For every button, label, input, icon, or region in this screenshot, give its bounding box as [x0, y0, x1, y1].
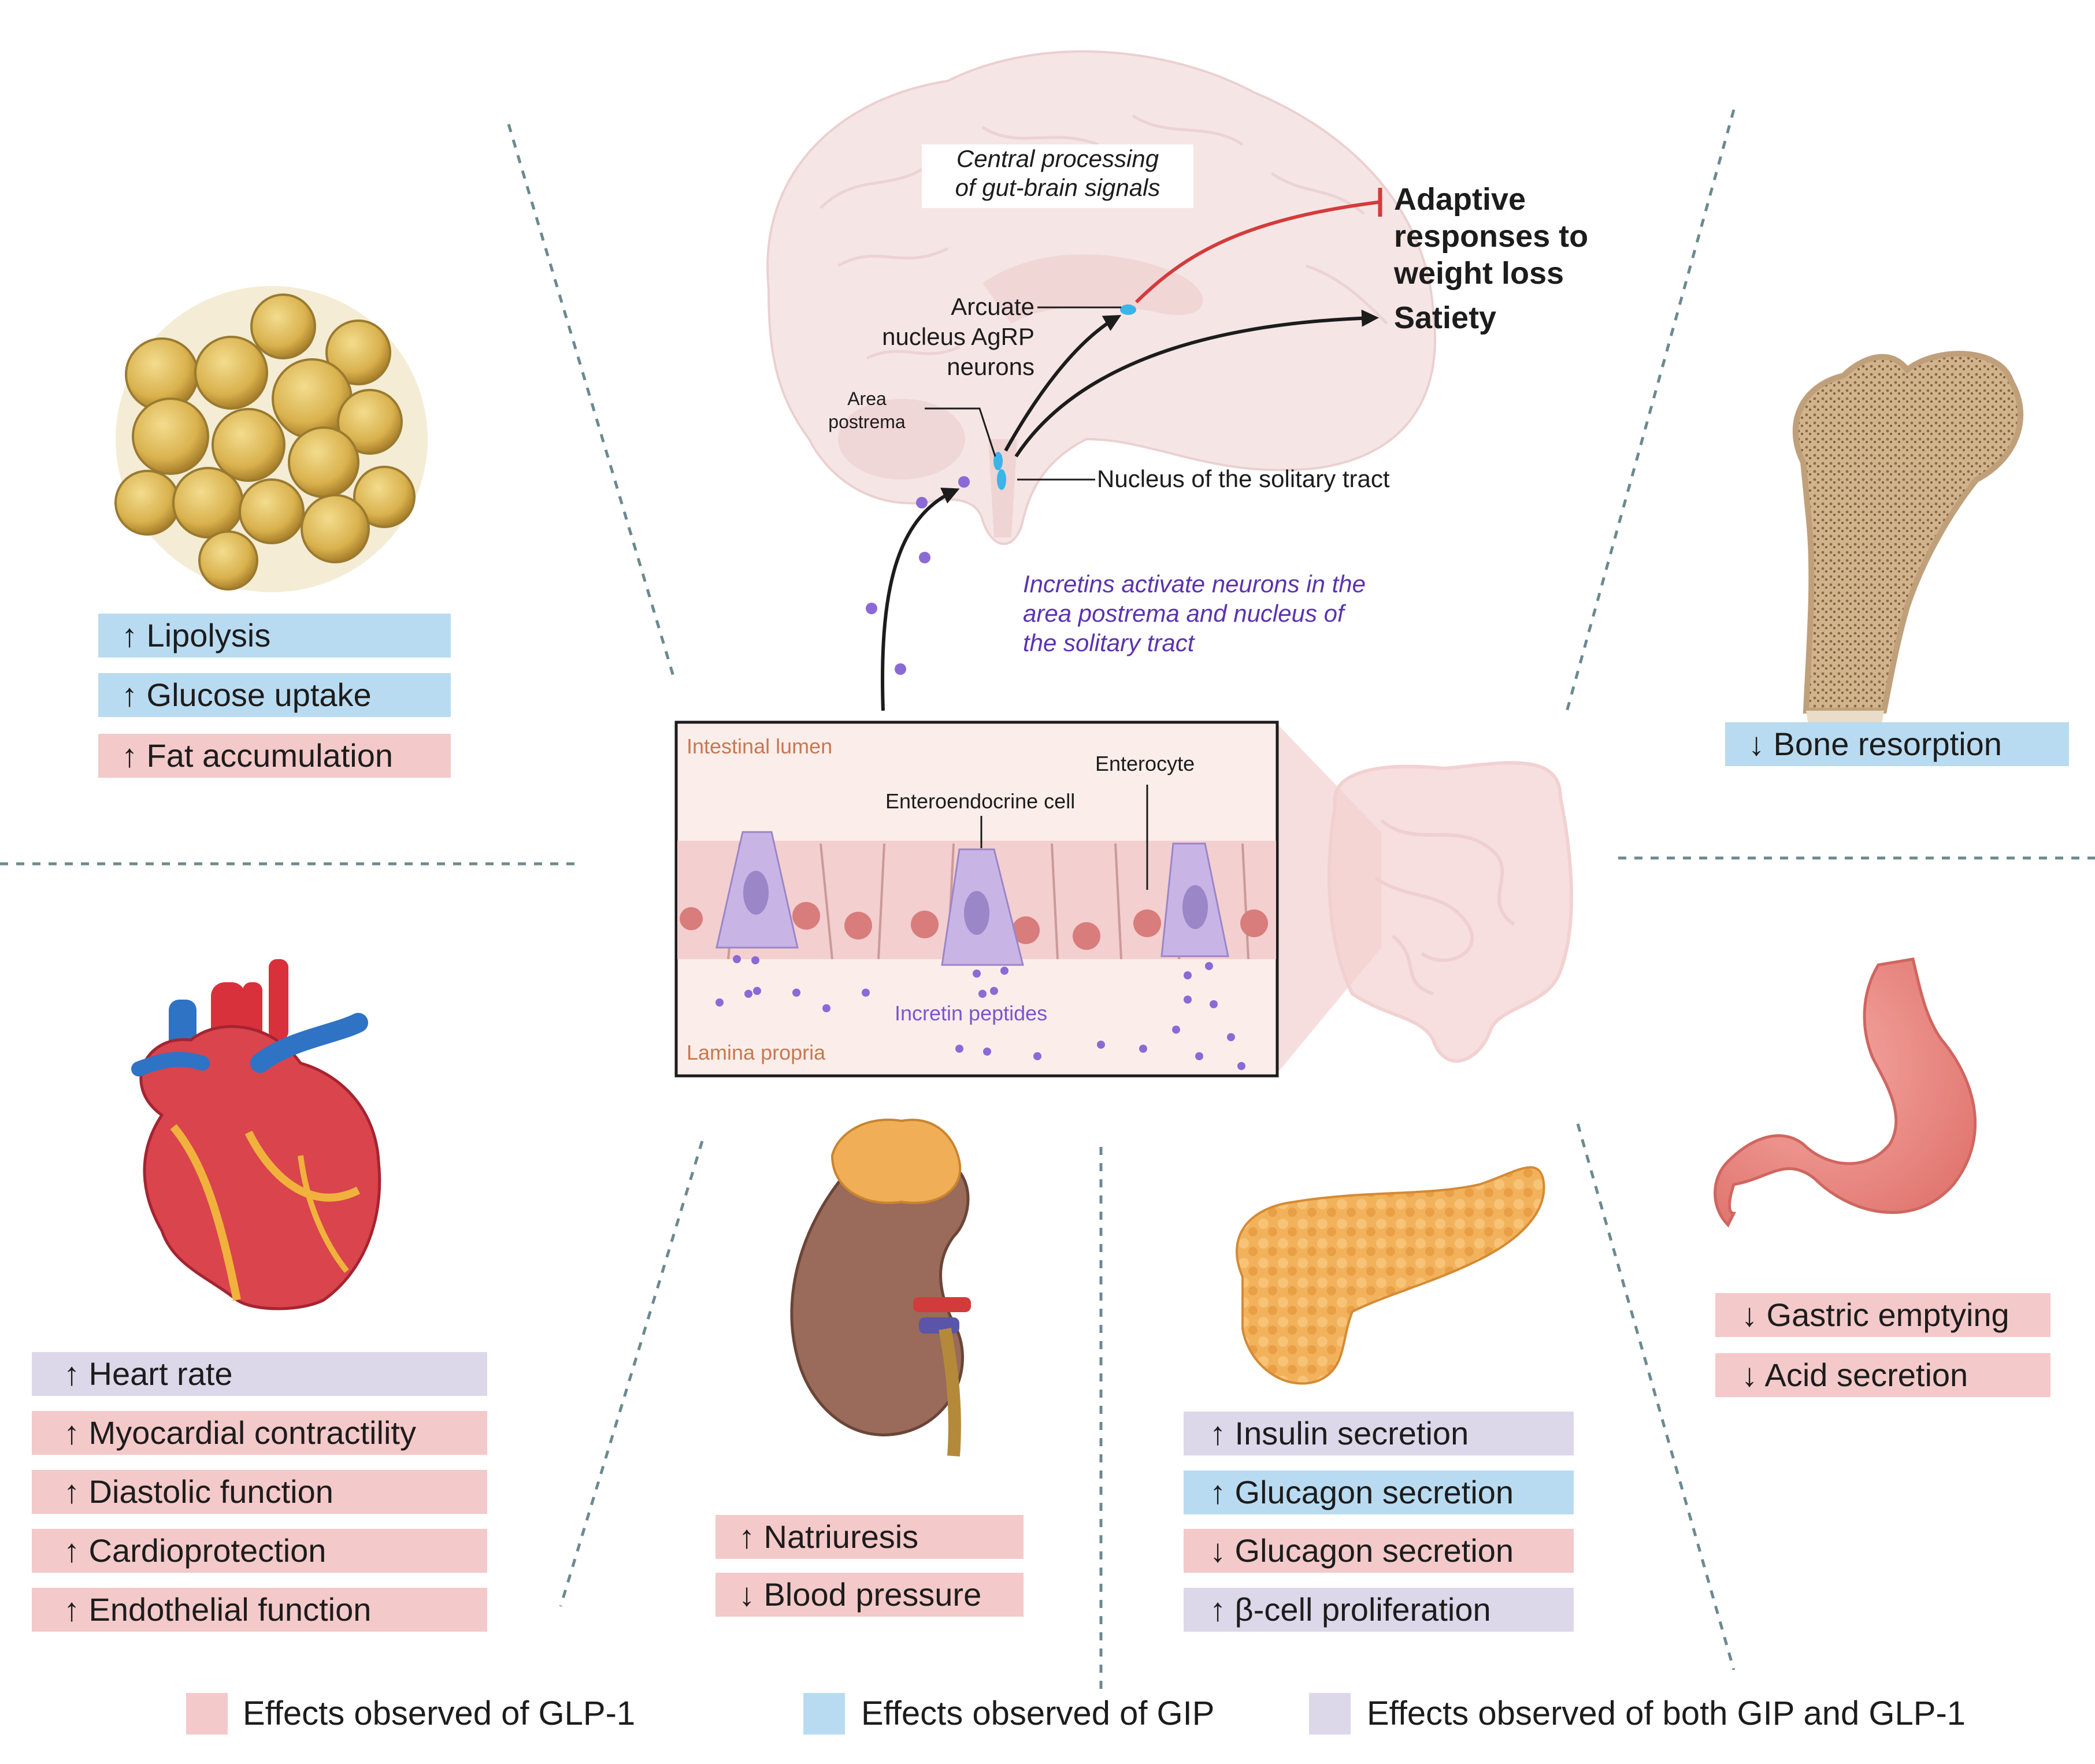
stomach-illustration: [1714, 957, 1977, 1228]
effect-beta-cell-proliferation: ↑ β-cell proliferation: [1184, 1588, 1574, 1632]
effect-natriuresis: ↑ Natriuresis: [715, 1515, 1024, 1559]
central-processing-label: Central processing of gut-brain signals: [922, 144, 1193, 208]
effect-gastric-emptying: ↓ Gastric emptying: [1715, 1293, 2050, 1337]
incretin-peptides-label: Incretin peptides: [895, 1001, 1048, 1025]
sector-dividers: [0, 109, 2095, 1693]
kidney-illustration: [790, 1119, 971, 1457]
arcuate-nucleus-label: Arcuate nucleus AgRP neurons: [882, 293, 1034, 380]
legend-swatches: [186, 1693, 1351, 1735]
effect-glucagon-secretion-down: ↓ Glucagon secretion: [1184, 1529, 1574, 1573]
gut-inset: [674, 721, 1279, 1078]
effect-lipolysis: ↑ Lipolysis: [98, 614, 451, 658]
incretins-activate-label: Incretins activate neurons in the area p…: [1023, 570, 1366, 656]
enterocyte-label: Enterocyte: [1095, 752, 1195, 775]
pancreas-illustration: [1236, 1166, 1545, 1385]
bone-illustration: [1792, 351, 2023, 728]
effect-myocardial-contractility: ↑ Myocardial contractility: [32, 1411, 487, 1455]
effect-bone-resorption: ↓ Bone resorption: [1725, 722, 2069, 766]
intestine-illustration: [1278, 725, 1573, 1072]
effect-endothelial-function: ↑ Endothelial function: [32, 1588, 487, 1632]
legend-both: Effects observed of both GIP and GLP-1: [1367, 1695, 1966, 1732]
effect-diastolic-function: ↑ Diastolic function: [32, 1470, 487, 1514]
pathway-arrows: [881, 188, 1382, 711]
lamina-propria-label: Lamina propria: [687, 1041, 826, 1064]
effect-acid-secretion: ↓ Acid secretion: [1715, 1353, 2050, 1397]
neuron-markers: [993, 304, 1136, 490]
legend-glp1: Effects observed of GLP-1: [243, 1695, 636, 1732]
effect-blood-pressure: ↓ Blood pressure: [715, 1573, 1024, 1617]
heart-illustration: [131, 959, 381, 1310]
intestinal-lumen-label: Intestinal lumen: [687, 734, 833, 758]
adipose-tissue-illustration: [114, 286, 428, 592]
incretin-particles-brain: [866, 476, 970, 675]
effect-cardioprotection: ↑ Cardioprotection: [32, 1529, 487, 1573]
effect-heart-rate: ↑ Heart rate: [32, 1352, 487, 1396]
effect-glucose-uptake: ↑ Glucose uptake: [98, 673, 451, 717]
satiety-label: Satiety: [1394, 300, 1497, 335]
effect-fat-accumulation: ↑ Fat accumulation: [98, 734, 451, 778]
area-postrema-label: Area postrema: [828, 388, 906, 432]
nts-label: Nucleus of the solitary tract: [1097, 465, 1390, 492]
incretin-particles-gut: [715, 955, 1245, 1070]
legend-gip: Effects observed of GIP: [861, 1695, 1215, 1732]
enteroendocrine-cell-label: Enteroendocrine cell: [885, 789, 1076, 813]
effect-insulin-secretion: ↑ Insulin secretion: [1184, 1412, 1574, 1455]
effect-glucagon-secretion-up: ↑ Glucagon secretion: [1184, 1470, 1574, 1514]
adaptive-responses-label: Adaptive responses to weight loss: [1394, 182, 1589, 291]
